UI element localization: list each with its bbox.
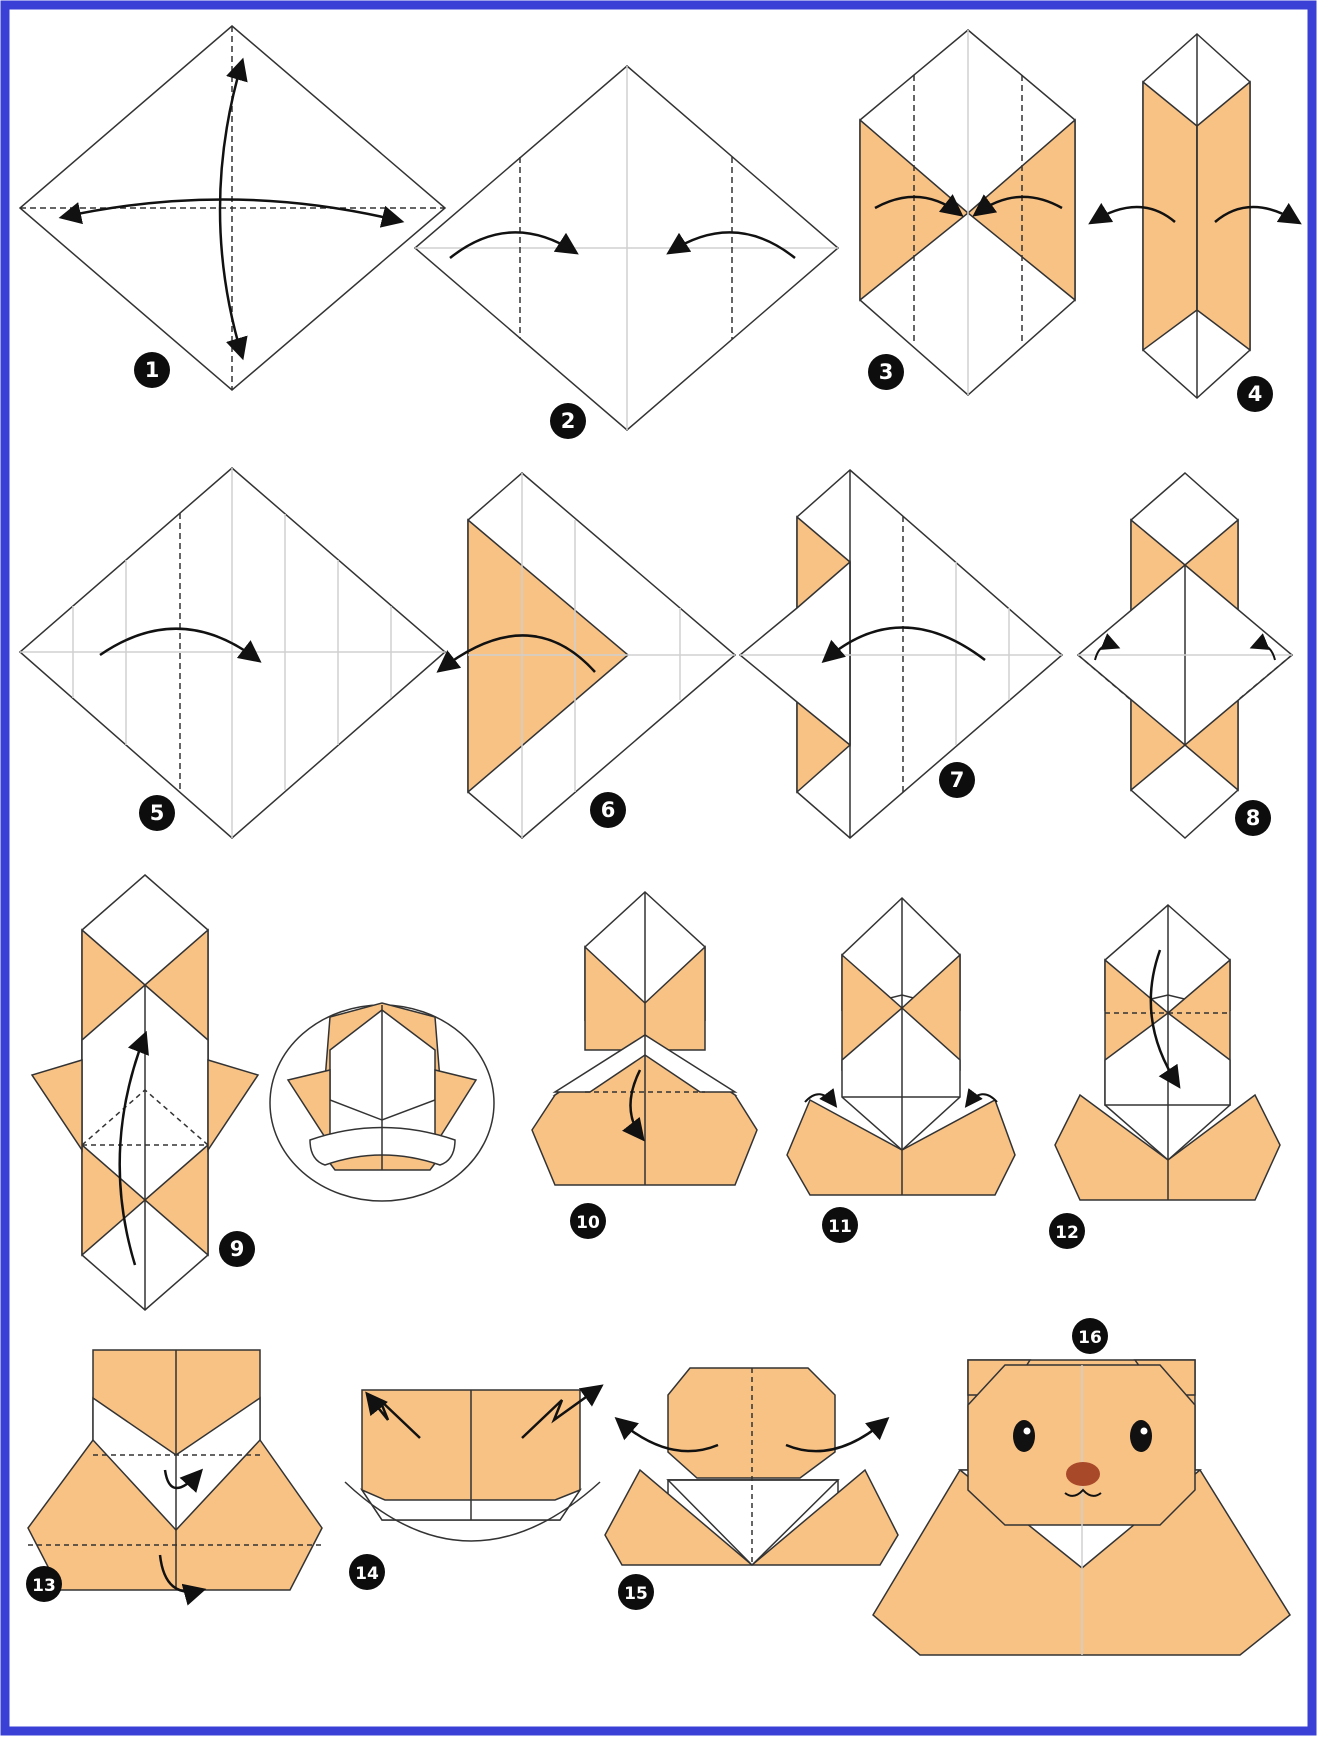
step-1-number: 1	[145, 358, 160, 382]
step-13-number: 13	[32, 1576, 56, 1596]
step-5-number: 5	[150, 801, 165, 825]
bear-nose	[1066, 1462, 1100, 1486]
step-7-number: 7	[950, 768, 965, 792]
step-9-detail	[270, 1003, 494, 1201]
step-8-number: 8	[1246, 806, 1261, 830]
step-10-number: 10	[576, 1213, 600, 1233]
step-2-number: 2	[561, 409, 576, 433]
step-15-number: 15	[624, 1584, 648, 1604]
step-4-number: 4	[1248, 382, 1263, 406]
step-16-number: 16	[1078, 1328, 1102, 1348]
step-14-number: 14	[355, 1564, 379, 1584]
step-9-number: 9	[230, 1237, 245, 1261]
step-3-number: 3	[879, 360, 894, 384]
step-11-number: 11	[828, 1217, 852, 1237]
step-6-number: 6	[601, 798, 616, 822]
step-12-number: 12	[1055, 1223, 1079, 1243]
step-14-diagram	[345, 1387, 600, 1541]
